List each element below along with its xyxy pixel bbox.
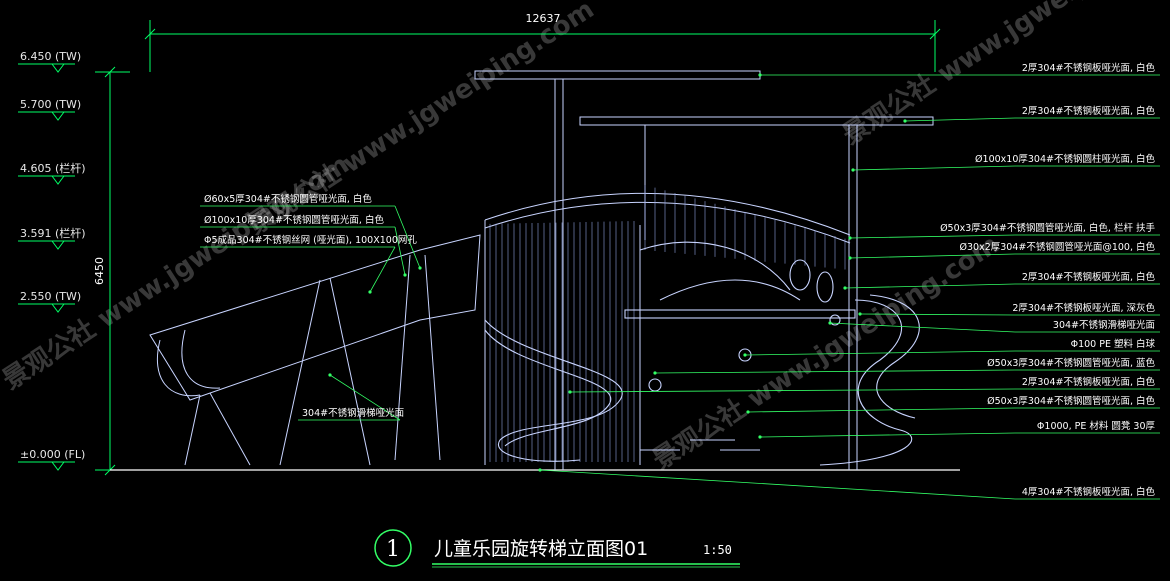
cylinder-top-rail [484, 192, 851, 236]
right-slide [819, 299, 913, 466]
note-right: 2厚304#不锈钢板哑光面, 白色 [1022, 271, 1156, 283]
level-label: 3.591 (栏杆) [20, 226, 86, 240]
level-label: ±0.000 (FL) [20, 448, 85, 461]
note-right: Ø50x3厚304#不锈钢圆管哑光面, 白色 [987, 395, 1155, 407]
top-dimension [144, 20, 941, 72]
note-right: Ø30x2厚304#不锈钢圆管哑光面@100, 白色 [960, 241, 1156, 253]
lower-roof-plate [579, 116, 934, 126]
title-block: 1 儿童乐园旋转梯立面图01 1:50 [374, 529, 740, 568]
note-left: Ø100x10厚304#不锈钢圆管哑光面, 白色 [204, 214, 384, 226]
spiral-slide [484, 241, 920, 466]
right-annotations: 2厚304#不锈钢板哑光面, 白色 2厚304#不锈钢板哑光面, 白色 Ø100x1… [538, 62, 1160, 500]
level-label: 4.605 (栏杆) [20, 161, 86, 175]
mesh-lines [489, 185, 846, 462]
level-markers: 6.450 (TW) 5.700 (TW) 4.605 (栏杆) 3.591 (栏杆)… [18, 50, 86, 471]
left-tube-slide [149, 234, 481, 466]
note-right: 2厚304#不锈钢板哑光面, 白色 [1022, 376, 1156, 388]
title-number: 1 [386, 537, 400, 562]
note-right: 4厚304#不锈钢板哑光面, 白色 [1022, 486, 1156, 498]
note-left: 304#不锈钢滑梯哑光面 [302, 407, 404, 419]
note-right: Ø100x10厚304#不锈钢圆柱哑光面, 白色 [975, 153, 1155, 165]
pe-ball-2 [648, 378, 662, 392]
note-right: 2厚304#不锈钢板哑光面, 白色 [1022, 105, 1156, 117]
note-right: 2厚304#不锈钢板哑光面, 白色 [1022, 62, 1156, 74]
watermark-3: 景观公社 www.jgweiping.com [837, 0, 1170, 151]
oval-window-2 [816, 271, 834, 303]
note-right: 304#不锈钢滑梯哑光面 [1053, 319, 1155, 331]
watermark-4: 景观公社 www.jgweiping.com [0, 149, 355, 396]
note-right: Φ100 PE 塑料 白球 [1071, 338, 1156, 350]
note-right: Φ1000, PE 材料 圆凳 30厚 [1037, 420, 1156, 432]
note-right: 2厚304#不锈钢板哑光面, 深灰色 [1012, 302, 1155, 314]
level-label: 2.550 (TW) [20, 290, 81, 303]
title-number-circle [374, 529, 412, 567]
note-left: Ø60x5厚304#不锈钢圆管哑光面, 白色 [204, 193, 372, 205]
platform [624, 309, 856, 319]
height-dimension-text: 6450 [93, 257, 106, 285]
arch-panel [639, 241, 791, 291]
left-annotations: Ø60x5厚304#不锈钢圆管哑光面, 白色 Ø100x10厚304#不锈钢圆管哑… [200, 193, 422, 421]
width-dimension-text: 12637 [526, 12, 561, 25]
note-left: Φ5成品304#不锈钢丝网 (哑光面), 100X100网孔 [204, 234, 417, 246]
level-label: 6.450 (TW) [20, 50, 81, 63]
title-scale: 1:50 [703, 543, 732, 557]
title-text: 儿童乐园旋转梯立面图01 [434, 538, 648, 560]
note-right: Ø50x3厚304#不锈钢圆管哑光面, 蓝色 [987, 357, 1155, 369]
level-label: 5.700 (TW) [20, 98, 81, 111]
note-right: Ø50x3厚304#不锈钢圆管哑光面, 白色, 栏杆 扶手 [940, 222, 1155, 234]
oval-window-1 [789, 259, 811, 291]
